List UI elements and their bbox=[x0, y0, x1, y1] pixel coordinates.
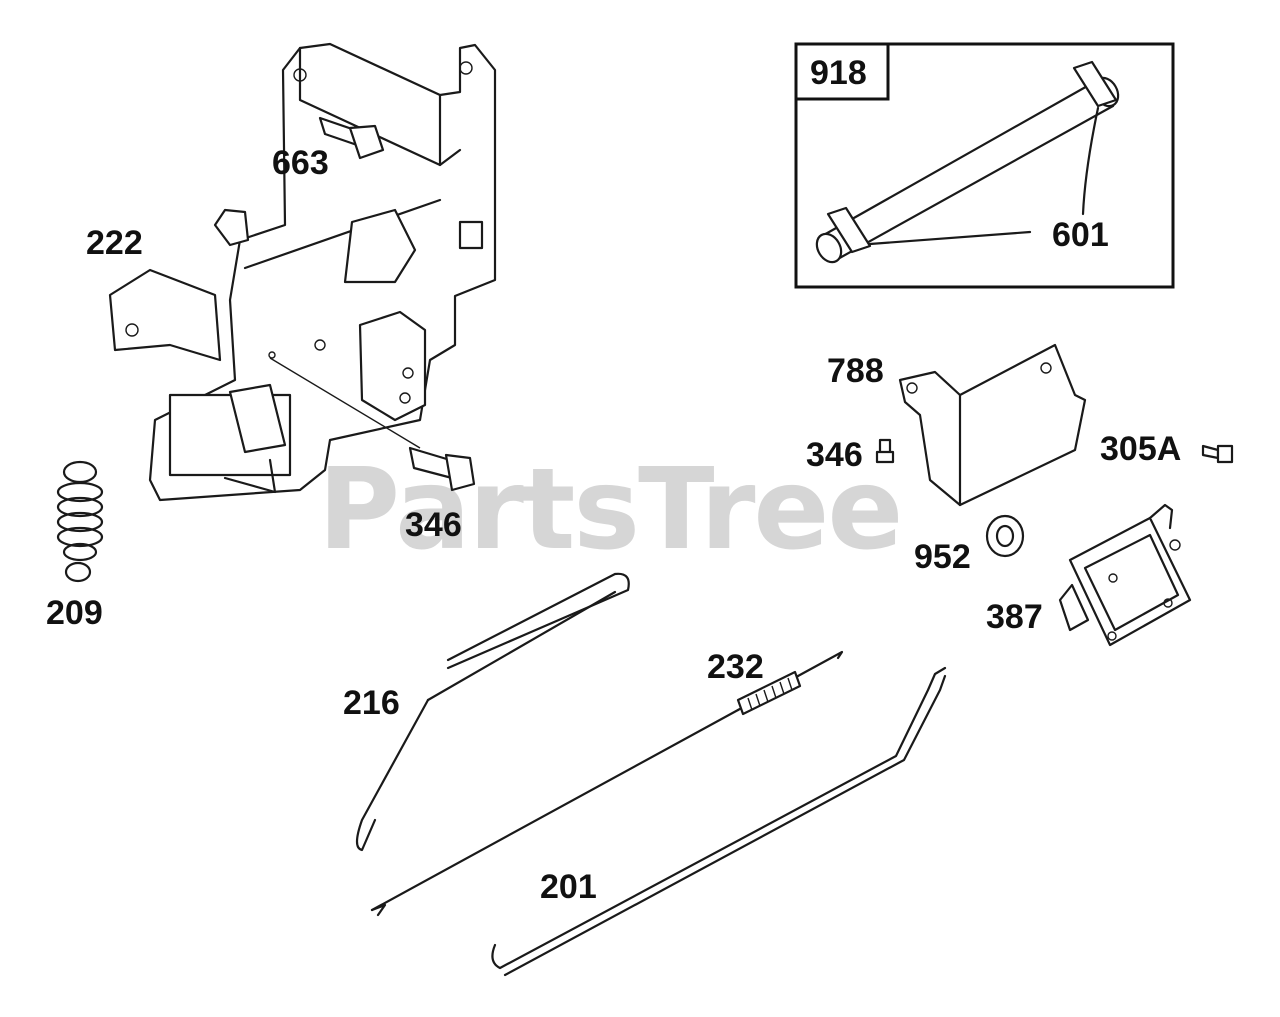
callout-305a: 305A bbox=[1100, 430, 1182, 468]
washer-952-part bbox=[985, 514, 1025, 558]
spring-link-232-part bbox=[370, 650, 844, 917]
fuel-pump-387-part bbox=[1058, 503, 1192, 647]
callout-346-bracket: 346 bbox=[405, 506, 462, 544]
callout-601: 601 bbox=[1052, 216, 1109, 254]
spring-209-part bbox=[56, 460, 104, 583]
bolt-663-part bbox=[318, 116, 385, 160]
screw-305a-part bbox=[1201, 444, 1234, 464]
fuel-line-part bbox=[815, 60, 1120, 264]
callout-216: 216 bbox=[343, 684, 400, 722]
callout-346-small: 346 bbox=[806, 436, 863, 474]
callout-788: 788 bbox=[827, 352, 884, 390]
callout-663: 663 bbox=[272, 144, 329, 182]
control-bracket-part bbox=[108, 42, 497, 502]
callout-209: 209 bbox=[46, 594, 103, 632]
callout-918: 918 bbox=[810, 54, 867, 92]
callout-952: 952 bbox=[914, 538, 971, 576]
callout-387: 387 bbox=[986, 598, 1043, 636]
governor-rod-216-part bbox=[355, 572, 630, 852]
bracket-788-part bbox=[898, 343, 1087, 507]
kit-918-box bbox=[794, 42, 1175, 289]
bolt-346-part bbox=[408, 446, 476, 492]
link-rod-201-part bbox=[491, 666, 947, 977]
callout-232: 232 bbox=[707, 648, 764, 686]
callout-222: 222 bbox=[86, 224, 143, 262]
screw-346-part bbox=[875, 438, 895, 464]
callout-201: 201 bbox=[540, 868, 597, 906]
